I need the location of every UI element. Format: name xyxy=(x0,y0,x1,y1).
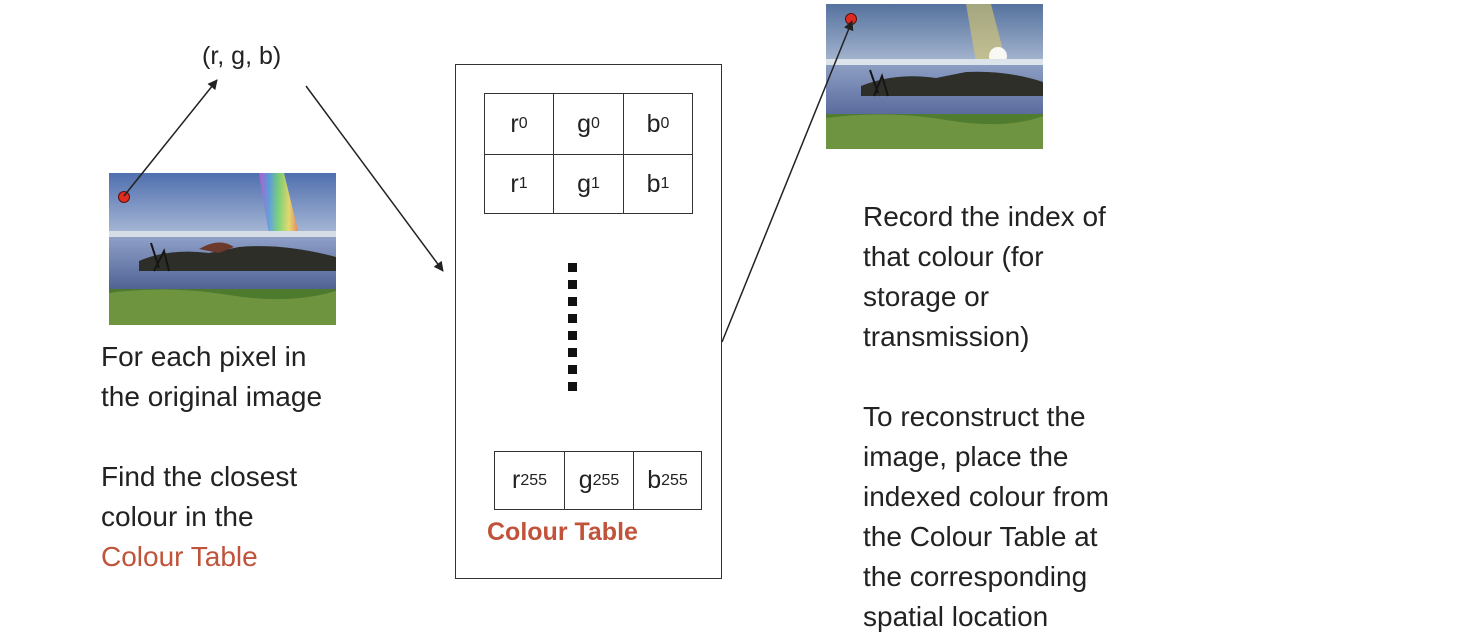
colour-table-caption: Colour Table xyxy=(487,518,638,546)
arrow-pixel-to-rgb xyxy=(123,79,218,197)
left-line-5: Colour Table xyxy=(101,541,258,572)
right-line-7: indexed colour from xyxy=(863,481,1109,512)
arrow-table-to-result xyxy=(721,20,854,343)
left-line-2: the original image xyxy=(101,381,323,412)
reconstructed-image xyxy=(826,4,1043,149)
rgb-tuple-label: (r, g, b) xyxy=(202,42,282,70)
right-line-6: image, place the xyxy=(863,441,1069,472)
right-line-9: the corresponding xyxy=(863,561,1088,592)
right-line-10: spatial location xyxy=(863,601,1049,632)
left-line-3: Find the closest xyxy=(101,461,298,492)
right-description: Record the index of that colour (for sto… xyxy=(863,197,1223,637)
left-line-4: colour in the xyxy=(101,501,254,532)
right-line-5: To reconstruct the xyxy=(863,401,1086,432)
left-description: For each pixel in the original image Fin… xyxy=(101,337,401,577)
right-line-4: transmission) xyxy=(863,321,1030,352)
pixel-marker xyxy=(118,191,130,203)
original-image xyxy=(109,173,336,325)
right-line-2: that colour (for xyxy=(863,241,1044,272)
left-line-1: For each pixel in xyxy=(101,341,307,372)
right-line-8: the Colour Table at xyxy=(863,521,1098,552)
right-line-3: storage or xyxy=(863,281,990,312)
right-line-1: Record the index of xyxy=(863,201,1106,232)
colour-table-panel xyxy=(455,64,722,579)
arrow-rgb-to-table xyxy=(305,85,444,272)
